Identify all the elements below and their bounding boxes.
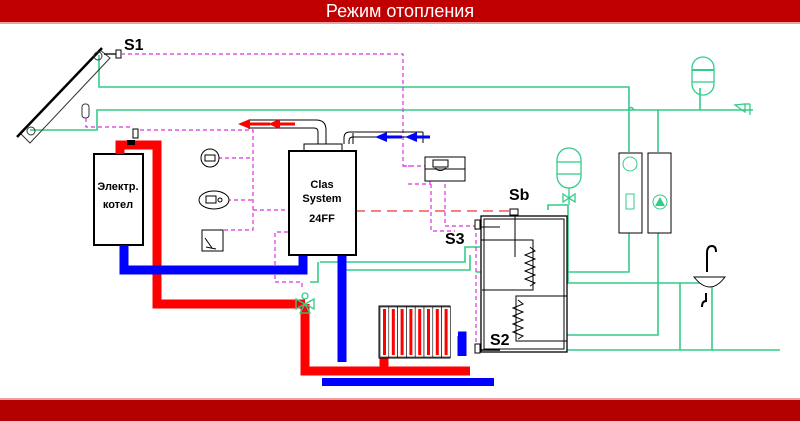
three-way-valve-icon: [295, 292, 315, 314]
radiator-hot-stripe: [409, 309, 413, 355]
sensor-s1-probe: [115, 49, 122, 59]
sensor-sb-label: Sb: [509, 187, 530, 204]
sensor-sb-probe: [509, 208, 519, 216]
radiator-hot-stripe: [435, 309, 439, 355]
expansion-tank-dhw: [691, 56, 715, 96]
solar-collector: [16, 47, 122, 144]
sensor-s3-probe: [474, 219, 481, 230]
footer-bar: [0, 398, 800, 421]
sensor-s1-label: S1: [124, 37, 144, 54]
intake-arrows: [375, 132, 430, 142]
exhaust-arrows: [238, 119, 295, 129]
air-vent-icon: [81, 103, 90, 119]
heating-scheme-diagram: S1 Электр. котел Clas: [16, 37, 780, 386]
pump-group-2: [647, 152, 672, 234]
pump-group-1: [618, 152, 643, 234]
remote-control-icon: [198, 190, 230, 210]
gas-boiler-label-line1: Clas: [310, 179, 333, 191]
signal-lines: [85, 53, 477, 345]
outdoor-sensor-icon: [201, 229, 224, 252]
radiator-hot-stripe: [400, 309, 404, 355]
gas-boiler: [288, 143, 357, 256]
boiler-thermostat: [132, 128, 139, 139]
storage-tank: [480, 215, 568, 353]
electric-boiler-label-line1: Электр.: [97, 181, 138, 193]
electric-boiler: [93, 153, 144, 246]
cold-pipes: [119, 245, 467, 362]
radiator-hot-stripe: [427, 309, 430, 355]
boiler-sensor: [127, 140, 135, 145]
expansion-tank-solar: [556, 147, 582, 205]
solar-controller: [424, 156, 466, 182]
return-manifold: [322, 378, 494, 386]
radiator-hot-stripe: [383, 309, 386, 355]
room-thermostat-icon: [200, 148, 220, 168]
sensor-s2-label: S2: [490, 332, 510, 349]
electric-boiler-label-line2: котел: [103, 199, 133, 211]
page-title: Режим отопления: [0, 0, 800, 24]
radiator: [378, 305, 451, 359]
safety-valve-icon: [733, 103, 751, 115]
water-lines: [30, 55, 780, 351]
sensor-s2-probe: [474, 343, 481, 354]
radiator-hot-stripe: [418, 309, 422, 355]
radiator-hot-stripe: [391, 309, 395, 355]
gas-boiler-label-line2: System: [302, 193, 341, 205]
sensor-s3-label: S3: [445, 231, 465, 248]
radiator-hot-stripe: [444, 309, 448, 355]
sink-icon: [692, 244, 727, 308]
gas-boiler-label-line3: 24FF: [309, 213, 335, 225]
